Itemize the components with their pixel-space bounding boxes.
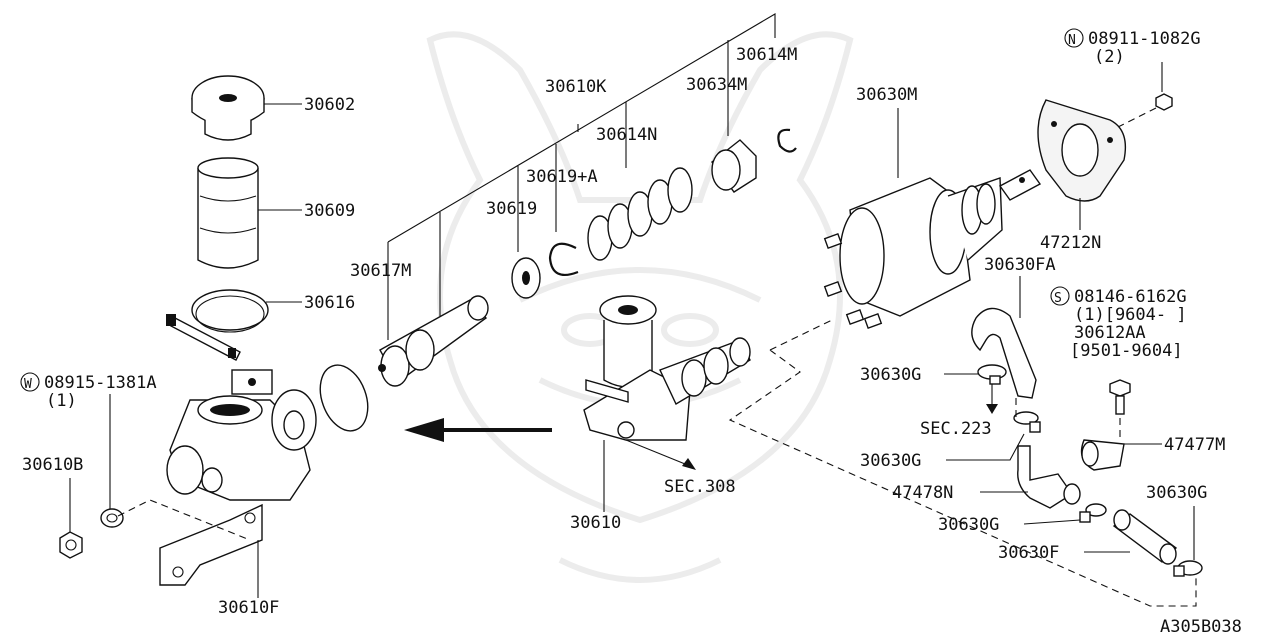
diagram-id: A305B038 [1160,617,1242,637]
part-47212N-gasket[interactable] [1037,99,1127,202]
part-30610F-bracket[interactable] [159,503,263,586]
label-30610F: 30610F [218,598,279,618]
label-08915-1381A: 08915-1381A [44,373,157,393]
part-30630G-clamp-3[interactable] [1079,503,1107,523]
label-30619A: 30619+A [526,167,598,187]
leader-sec308 [625,439,691,467]
marker-N: N [1064,28,1084,48]
label-30612AA-range: [9501-9604] [1070,341,1183,361]
label-47478N: 47478N [892,483,953,503]
label-30630G-1: 30630G [860,365,921,385]
part-30619-washer[interactable] [511,257,541,299]
dashed-routing-line [728,319,1197,607]
part-08915-washer[interactable] [100,508,124,528]
label-30630G-3: 30630G [938,515,999,535]
label-30614N: 30614N [596,125,657,145]
part-30610B-nut[interactable] [59,531,83,559]
label-sec308: SEC.308 [664,477,736,497]
label-30616: 30616 [304,293,355,313]
label-08915-qty: (1) [46,391,77,411]
part-30609-reservoir[interactable] [197,157,259,269]
label-08911-qty: (2) [1094,47,1125,67]
part-30617M-seal-disc[interactable] [312,359,377,438]
direction-arrow [404,418,552,442]
part-30634M-cup[interactable] [711,139,757,193]
kit-leader-30610K [387,13,776,243]
label-47212N: 47212N [1040,233,1101,253]
label-08146-6162G: 08146-6162G [1074,287,1187,307]
label-30609: 30609 [304,201,355,221]
label-30610: 30610 [570,513,621,533]
svg-text:N: N [1068,33,1076,48]
arrow-head-sec223 [986,404,998,414]
label-30617M: 30617M [350,261,411,281]
label-30614M: 30614M [736,45,797,65]
part-30630FA-hose[interactable] [971,307,1037,399]
marker-W: W [20,372,40,392]
part-30630F-tube[interactable] [1112,509,1178,565]
label-30612AA: 30612AA [1074,323,1146,343]
svg-text:S: S [1054,291,1062,306]
part-30630G-clamp-1[interactable] [977,364,1007,385]
label-47477M: 47477M [1164,435,1225,455]
label-30630G-4: 30630G [1146,483,1207,503]
label-30630F: 30630F [998,543,1059,563]
leader-30630G-3 [1023,519,1081,525]
part-08911-nut[interactable] [1155,93,1173,111]
part-30630M-operating-cylinder[interactable] [823,169,1042,329]
label-30619: 30619 [486,199,537,219]
label-08911-1082G: 08911-1082G [1088,29,1201,49]
arrow-head-sec308 [682,458,696,470]
marker-S: S [1050,286,1070,306]
label-30630M: 30630M [856,85,917,105]
label-30630G-2: 30630G [860,451,921,471]
label-30630FA: 30630FA [984,255,1056,275]
part-30630G-clamp-2[interactable] [1013,411,1041,433]
label-08146-qty: (1)[9604- ] [1074,305,1187,325]
label-30634M: 30634M [686,75,747,95]
label-30602: 30602 [304,95,355,115]
part-master-cylinder-body[interactable] [166,369,317,501]
label-30610B: 30610B [22,455,83,475]
part-30619A-snap-ring[interactable] [548,242,579,276]
part-30602-reservoir-cap[interactable] [191,75,265,141]
label-sec223: SEC.223 [920,419,992,439]
part-08146-bolt[interactable] [1109,379,1131,415]
part-piston-assembly[interactable] [378,295,489,387]
leader-30630G-2 [946,433,1025,461]
part-30610-master-cylinder[interactable] [583,295,751,441]
part-30630G-clamp-4[interactable] [1173,560,1203,577]
part-47478N-connector[interactable] [1017,445,1081,509]
part-30614M-clip[interactable] [777,128,797,153]
part-30616-clamp[interactable] [166,289,269,361]
svg-text:W: W [24,377,32,392]
label-30610K: 30610K [545,77,607,97]
part-47477M-clip[interactable] [1080,439,1125,471]
part-30614N-spring[interactable] [587,167,693,261]
